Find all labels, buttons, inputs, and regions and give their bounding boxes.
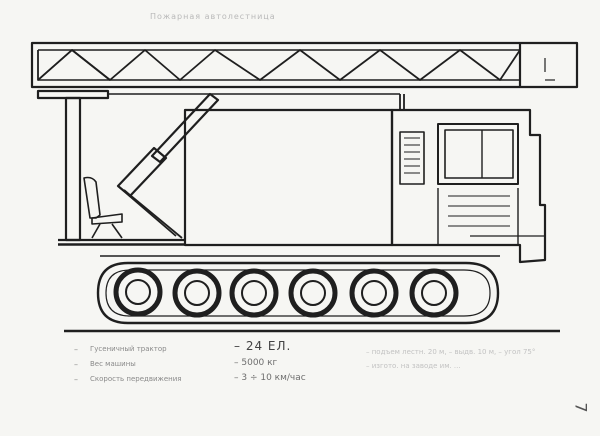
spec-value: – 5000 кг: [234, 358, 278, 368]
hydraulic-cylinder: [116, 92, 220, 239]
cab: [390, 108, 547, 264]
note-line: – изгото. на заводе им. ...: [366, 362, 461, 370]
spec-list: – Гусеничный трактор – 24 ЕЛ. – Вес маши…: [74, 339, 334, 387]
body-panel: [183, 108, 394, 247]
operator-seat-icon: [83, 176, 123, 239]
ladder-truss: [30, 41, 579, 89]
spec-value: – 24 ЕЛ.: [234, 339, 292, 353]
spec-row: – Гусеничный трактор – 24 ЕЛ.: [74, 339, 292, 354]
crawler-track: [58, 244, 520, 325]
cab-grille: [399, 131, 425, 185]
cab-window: [444, 129, 514, 179]
spec-label: Вес машины: [90, 360, 136, 368]
page-number: 7: [571, 402, 591, 413]
cab-door: [437, 123, 519, 185]
spec-label: Скорость передвижения: [90, 375, 182, 383]
spec-row: – Вес машины – 5000 кг: [74, 358, 278, 369]
spec-value: – 3 ÷ 10 км/час: [234, 373, 306, 383]
lift-column: [58, 96, 185, 245]
road-wheels: [113, 267, 459, 318]
note-line: – подъем лестн. 20 м, – выдв. 10 м, – уг…: [366, 348, 536, 356]
spec-row: – Скорость передвижения – 3 ÷ 10 км/час: [74, 373, 306, 384]
spec-label: Гусеничный трактор: [90, 345, 167, 353]
document-title: Пожарная автолестница: [150, 12, 276, 21]
notes-block: – подъем лестн. 20 м, – выдв. 10 м, – уг…: [366, 348, 576, 376]
